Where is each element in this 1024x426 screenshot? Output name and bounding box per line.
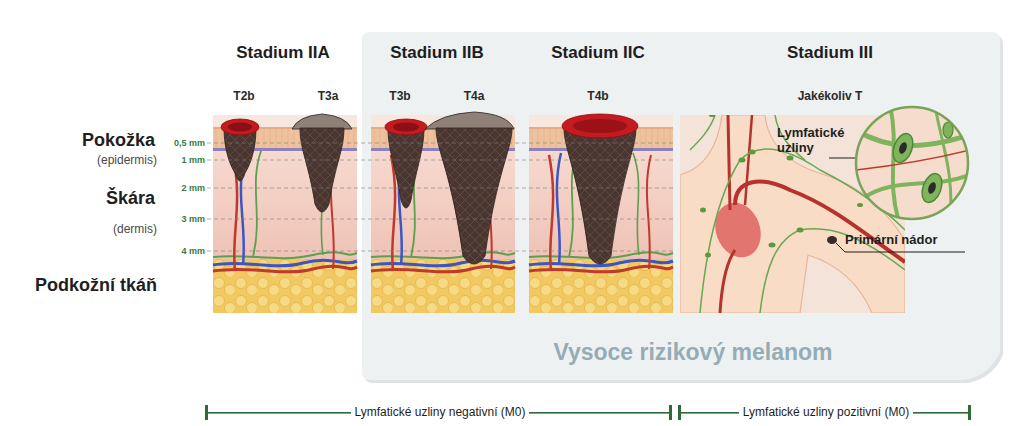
layer-name: Škára (106, 188, 155, 209)
panel-title: Vysoce rizikový melanom (553, 339, 832, 366)
tumor (564, 128, 636, 264)
depth-line (207, 219, 673, 220)
bracket (968, 405, 971, 420)
tumor (300, 128, 344, 212)
risk-panel-shape (362, 32, 1003, 383)
tumor (221, 119, 259, 135)
bracket-label: Lymfatické uzliny negativní (M0) (351, 406, 530, 420)
bracket (205, 405, 208, 420)
tumor (228, 123, 252, 132)
depth-line (207, 188, 673, 189)
tumor (385, 119, 427, 135)
skin-section (371, 115, 515, 313)
tumor (393, 123, 419, 132)
body-figure (749, 150, 756, 155)
layer-subname: (dermis) (113, 223, 157, 237)
tumor (388, 128, 424, 208)
depth-line (207, 160, 673, 161)
body-figure (745, 115, 752, 205)
t-category: T3b (389, 90, 410, 104)
body-figure (857, 203, 863, 207)
t-category: Jakékoliv T (798, 90, 863, 104)
stage-heading: Stadium IIB (390, 43, 484, 63)
tumor (224, 128, 256, 181)
t-category: T2b (233, 90, 254, 104)
tumor (221, 112, 638, 264)
lymph-node-zoom (856, 107, 968, 219)
lymph-node-zoom (855, 105, 970, 225)
depth-mark: 2 mm (181, 183, 205, 193)
skin-section (529, 115, 673, 313)
depth-mark: 3 mm (181, 214, 205, 224)
depth-mark: 1 mm (181, 155, 205, 165)
bracket-label: Lymfatické uzliny pozitivní (M0) (739, 406, 913, 420)
lymph-node-zoom (856, 107, 968, 219)
body-figure (739, 158, 746, 163)
body-figure (705, 253, 711, 258)
layer-name: Pokožka (82, 130, 155, 151)
depth-line (207, 143, 673, 144)
layer-name: Podkožní tkáň (35, 275, 157, 296)
depth-mark: 0,5 mm (174, 138, 205, 148)
callout-label: Lymfatické uzliny (777, 126, 857, 156)
bracket (205, 405, 971, 420)
tumor (425, 112, 514, 129)
body-figure (728, 115, 730, 210)
bracket (669, 405, 672, 420)
skin-section (213, 115, 357, 313)
stage-heading: Stadium IIC (551, 43, 645, 63)
tumor (436, 128, 512, 264)
lymph-node-zoom (855, 105, 970, 225)
lymph-node-zoom (889, 131, 916, 165)
lymph-node-zoom (856, 150, 970, 170)
tumor (573, 119, 627, 133)
layer-subname: (epidermis) (97, 154, 157, 168)
depth-line (207, 143, 673, 251)
stage-heading: Stadium III (787, 43, 873, 63)
callout-label: Primární nádor (845, 233, 937, 248)
body-figure (827, 236, 837, 244)
tumor (292, 114, 352, 129)
body-figure (690, 115, 715, 150)
bracket (678, 405, 681, 420)
tumor (562, 114, 638, 138)
body-figure (787, 156, 794, 161)
body-figure (700, 208, 706, 213)
risk-panel: Vysoce rizikový melanom (362, 32, 1000, 380)
depth-line (207, 251, 673, 252)
lymph-node-zoom (918, 171, 945, 205)
body-figure (769, 243, 776, 248)
body-figure (708, 196, 768, 264)
body-figure (720, 250, 735, 313)
body-figure (700, 115, 863, 258)
body-figure (797, 228, 804, 233)
body-figure (709, 115, 715, 117)
t-category: T4b (587, 90, 608, 104)
risk-panel-shape (362, 32, 1000, 380)
lymph-node-zoom (860, 175, 970, 200)
t-category: T3a (318, 90, 339, 104)
lymph-node-zoom (927, 181, 938, 195)
t-category: T4a (464, 90, 485, 104)
lymph-node-zoom (898, 141, 909, 155)
stage-heading: Stadium IIA (236, 43, 330, 63)
depth-mark: 4 mm (181, 246, 205, 256)
leader-line (829, 158, 856, 159)
